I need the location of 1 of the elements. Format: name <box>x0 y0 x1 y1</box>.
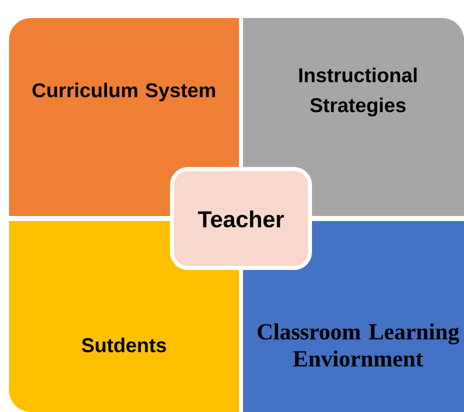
center-box: Teacher <box>170 167 312 270</box>
